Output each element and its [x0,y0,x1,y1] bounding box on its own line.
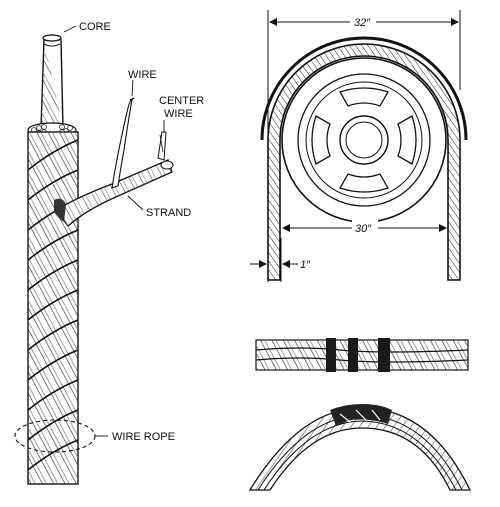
inner-width-label: 30″ [355,223,372,235]
seizing-band [378,338,390,372]
rope-core [40,34,64,129]
seizing-band [326,338,336,372]
wire-rope-label: WIRE ROPE [112,431,175,443]
wire-rope-illustration: CORE WIRE CENTER WIRE STRAND WIRE ROPE [14,21,204,485]
inner-width-dimension: 30″ [282,220,447,235]
label-leaders [63,25,165,437]
single-wire [111,97,135,189]
wire-label: WIRE [128,69,157,81]
bent-rope-illustration [248,404,472,491]
rope-diameter-label: 1″ [300,259,311,271]
rope-diameter-dimension: 1″ [250,259,311,271]
seizing-band [348,338,358,372]
outer-width-dimension: 32″ [269,14,459,29]
sheave-diagram: 32″ 30″ 1″ [250,10,468,282]
core-label: CORE [79,21,111,33]
rope-seizing-illustration [255,338,469,372]
outer-width-label: 32″ [354,17,371,29]
rope-body [27,131,79,485]
strand-label: STRAND [146,207,191,219]
rope-over-sheave [267,43,461,281]
center-wire-label-line1: CENTER [159,95,204,107]
sheave-wheel [281,57,447,223]
unwound-strand [54,159,174,227]
center-wire [157,131,167,161]
center-wire-label-line2: WIRE [164,108,193,120]
